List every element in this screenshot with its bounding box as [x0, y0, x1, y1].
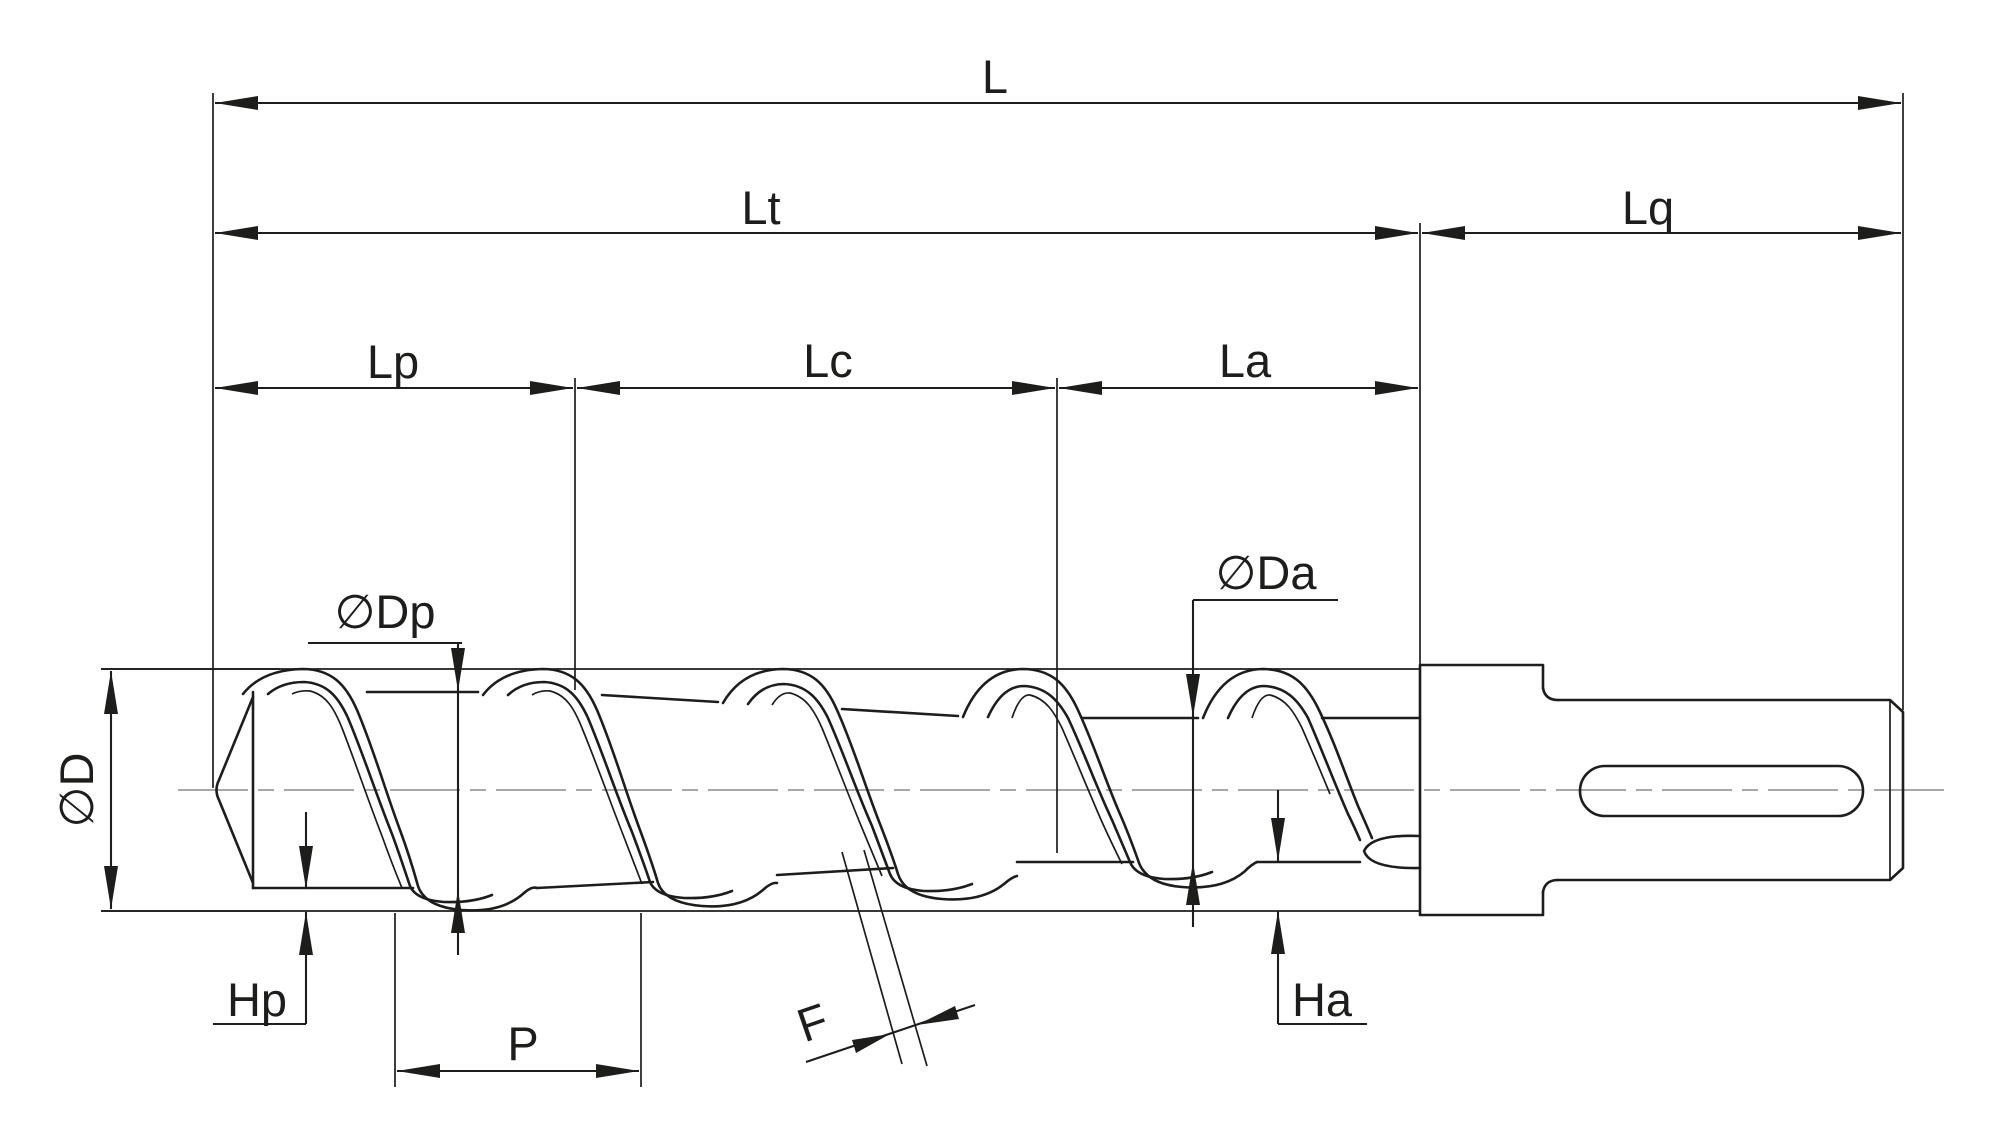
screw-flights	[241, 667, 1422, 912]
dim-label-pitch: P	[507, 1017, 538, 1070]
dim-shank-length: Lq	[1422, 181, 1901, 240]
dim-feed-root-diameter: ∅Dp	[308, 585, 465, 955]
dim-feed-section: Lp	[215, 335, 573, 395]
dim-label-metering-root-diameter: ∅Da	[1215, 546, 1317, 599]
shank	[1556, 698, 1905, 882]
nose-cone	[215, 695, 255, 885]
keyway-slot	[1578, 764, 1865, 818]
screw-body	[101, 668, 1422, 912]
dim-overall-length: L	[215, 50, 1901, 110]
dim-feed-flight-depth: Hp	[213, 812, 313, 1026]
dim-label-shank-length: Lq	[1622, 181, 1674, 234]
dim-label-metering-section: La	[1219, 334, 1272, 387]
dim-label-overall-length: L	[982, 50, 1008, 103]
extension-lines	[212, 93, 1904, 1087]
dim-metering-flight-depth: Ha	[1271, 790, 1367, 1026]
dim-label-outer-diameter: ∅D	[50, 753, 103, 828]
dim-metering-root-diameter: ∅Da	[1186, 546, 1338, 927]
dim-outer-diameter: ∅D	[50, 668, 280, 912]
flight-end-tab	[1362, 834, 1422, 870]
dim-flight-width: F	[790, 849, 976, 1067]
dim-pitch: P	[397, 1017, 639, 1078]
dim-label-threaded-length: Lt	[741, 181, 780, 234]
dim-label-feed-root-diameter: ∅Dp	[334, 585, 435, 638]
dim-threaded-length: Lt	[215, 181, 1418, 240]
dim-label-metering-flight-depth: Ha	[1292, 973, 1353, 1026]
dim-label-feed-section: Lp	[367, 335, 419, 388]
dim-metering-section: La	[1059, 334, 1418, 395]
collar	[1418, 663, 1560, 917]
dim-compression-section: Lc	[577, 334, 1055, 395]
dim-label-flight-width: F	[790, 993, 834, 1052]
dim-label-compression-section: Lc	[803, 334, 853, 387]
dim-label-feed-flight-depth: Hp	[227, 973, 287, 1026]
